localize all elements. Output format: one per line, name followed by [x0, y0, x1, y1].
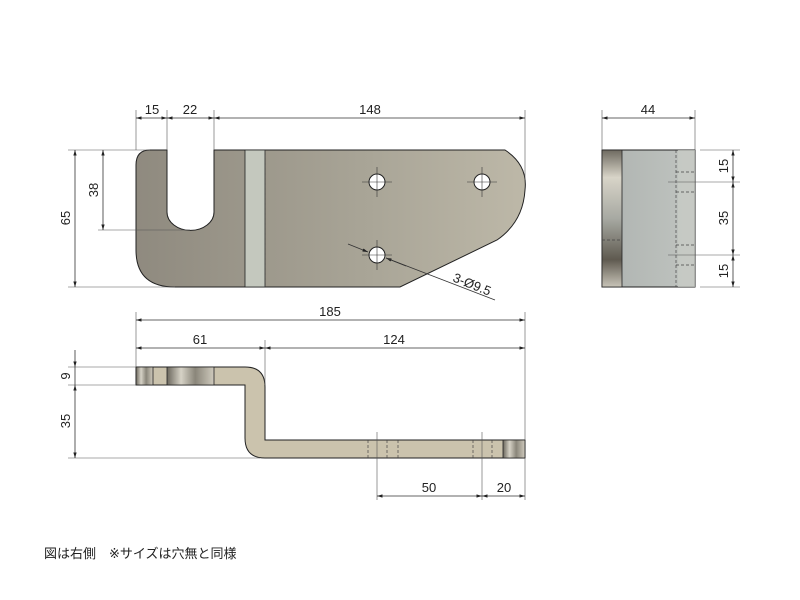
mounting-hole	[362, 240, 392, 270]
dim-15: 15	[145, 102, 159, 117]
dim-15-bottom: 15	[716, 264, 731, 278]
dim-35: 35	[716, 211, 731, 225]
dim-185: 185	[319, 304, 341, 319]
bend-line-strip	[244, 149, 266, 288]
bottom-view: 185 61 124 9 35 50 20	[58, 304, 526, 500]
mounting-hole	[467, 167, 497, 197]
dim-65: 65	[58, 211, 73, 225]
bracket-plate	[135, 149, 526, 288]
dim-61: 61	[193, 332, 207, 347]
side-view: 44 15 35 15	[601, 102, 740, 288]
mounting-hole	[362, 167, 392, 197]
dim-35-offset: 35	[58, 414, 73, 428]
front-view: 3-Ø9.5 15 22 148 65 38	[58, 102, 526, 301]
dim-124: 124	[383, 332, 405, 347]
dim-148: 148	[359, 102, 381, 117]
dim-15-top: 15	[716, 159, 731, 173]
hole-callout: 3-Ø9.5	[451, 270, 493, 299]
dim-9: 9	[58, 372, 73, 379]
dim-22: 22	[183, 102, 197, 117]
drawing-note: 図は右側 ※サイズは穴無と同様	[44, 547, 237, 562]
dim-50: 50	[422, 480, 436, 495]
dim-44: 44	[641, 102, 655, 117]
dim-38: 38	[86, 183, 101, 197]
dim-20: 20	[497, 480, 511, 495]
